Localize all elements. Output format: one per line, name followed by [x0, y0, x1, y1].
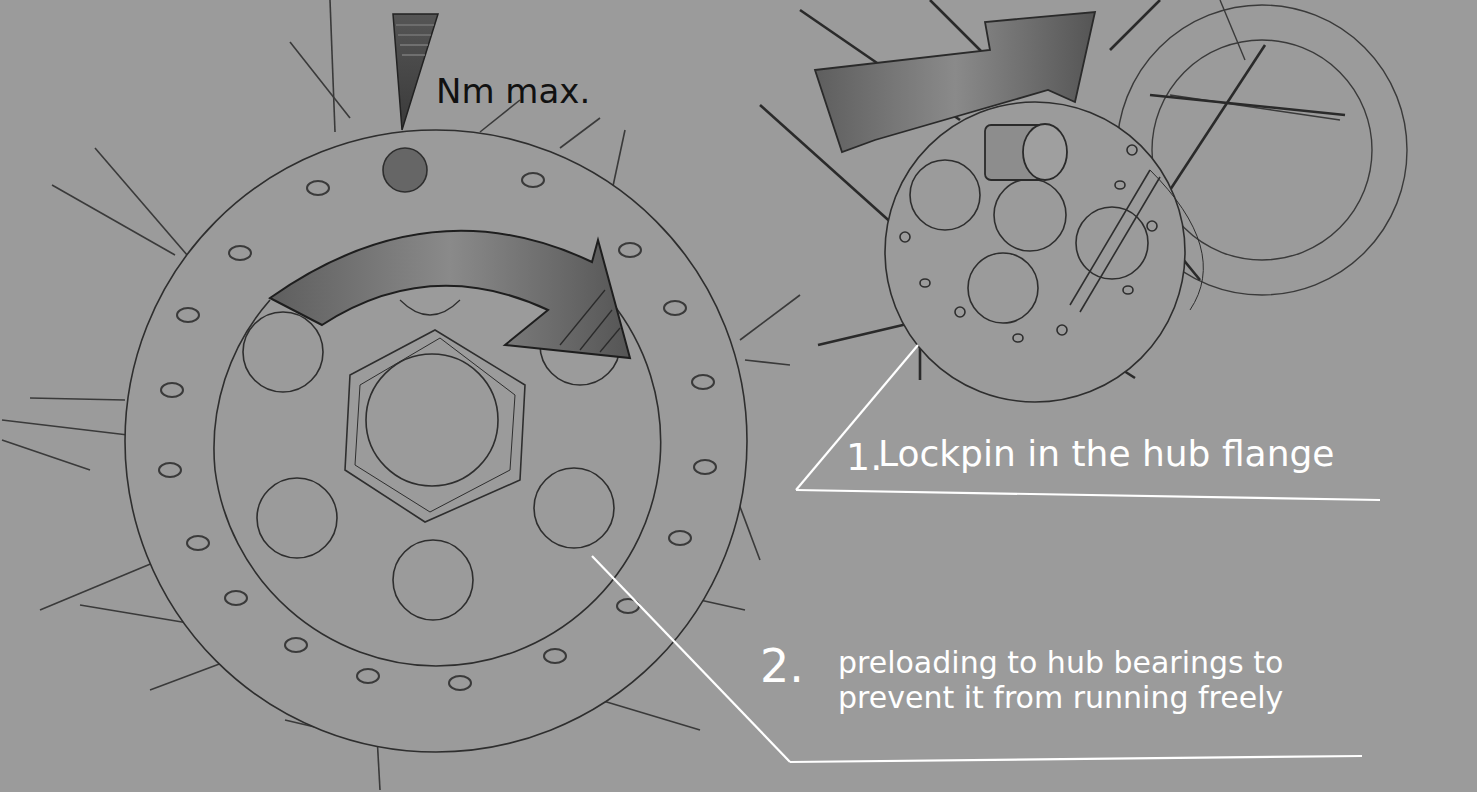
part-label: Lockpin in the hub flange: [878, 433, 1334, 474]
note-label: preloading to hub bearings to prevent it…: [838, 646, 1358, 715]
lockpin-cylinder: [985, 124, 1067, 180]
marker-hatching: [396, 25, 434, 55]
hub-front-view: [125, 130, 747, 752]
arrow-hatching: [560, 290, 620, 352]
lockpin-dot: [383, 148, 427, 192]
callout-number: 2.: [760, 640, 804, 693]
torque-marker: [393, 14, 438, 130]
spoke-holes: [159, 173, 716, 690]
leader-lines: [592, 345, 1380, 762]
spokes: [2, 0, 800, 790]
callout-number: 1.: [846, 436, 882, 480]
hub-side-view: [885, 102, 1203, 402]
rotation-arrow: [270, 231, 630, 358]
torque-label: Nm max.: [436, 72, 590, 111]
